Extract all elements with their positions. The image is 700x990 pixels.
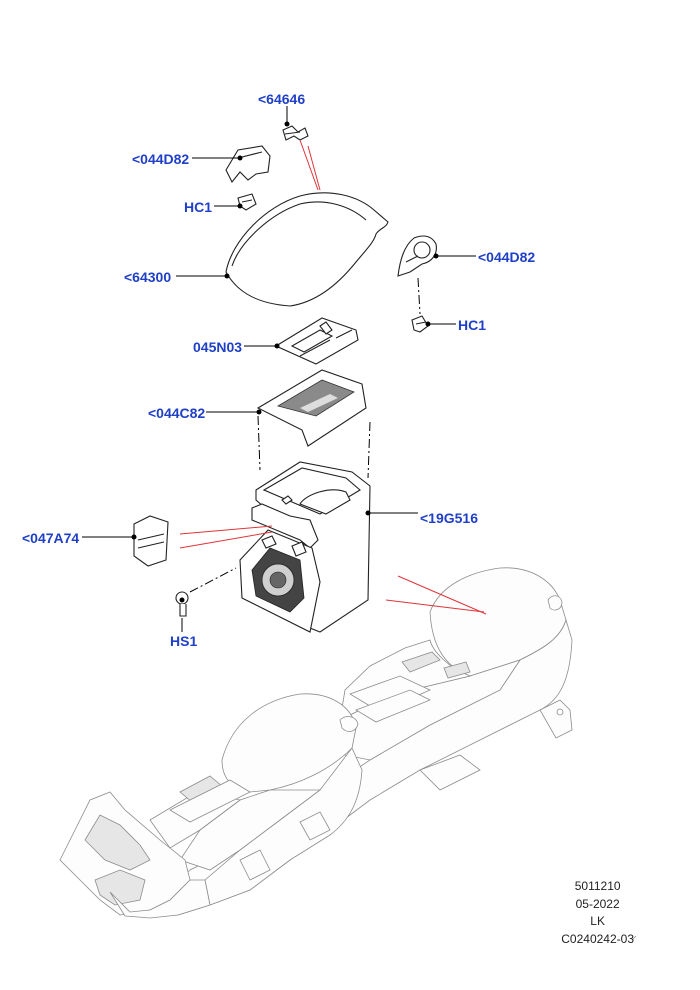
guide-line-left <box>257 415 261 471</box>
callout-044D82-left[interactable]: <044D82 <box>132 151 189 167</box>
callout-hc1-left[interactable]: HC1 <box>184 199 212 215</box>
diagram-reference: C0240242-03 <box>561 931 634 946</box>
diagram-date: 05-2022 <box>575 896 620 911</box>
highlight-line-console-b <box>385 599 485 613</box>
screw-guide-line <box>189 567 237 593</box>
guide-line-right <box>367 421 371 479</box>
armrest-pad-044C82[interactable] <box>256 369 367 447</box>
diagram-info-block: 5011210 05-2022 LK C0240242-03 <box>561 878 634 948</box>
hinge-guide-line <box>417 277 421 315</box>
center-console-assembly <box>59 567 573 919</box>
highlight-line-console-a <box>397 575 487 615</box>
corner-mark <box>631 935 637 941</box>
highlight-line-047A74-b <box>179 531 273 549</box>
callout-044C82[interactable]: <044C82 <box>148 405 205 421</box>
highlight-line-047A74-a <box>179 525 273 535</box>
spring-clip-64646[interactable] <box>282 125 309 141</box>
hinge-044D82-left[interactable] <box>225 145 271 184</box>
hinge-044D82-right[interactable] <box>397 235 437 277</box>
armrest-lid-64300[interactable] <box>225 192 389 307</box>
highlight-line-64646-a <box>299 139 319 191</box>
storage-bin-19G516[interactable] <box>239 461 371 633</box>
trim-cover-047A74[interactable] <box>133 515 169 567</box>
callout-045N03[interactable]: 045N03 <box>193 339 242 355</box>
diagram-code: 5011210 <box>574 879 621 893</box>
screw-hs1[interactable] <box>175 591 189 617</box>
highlight-line-64646-b <box>307 145 321 191</box>
callout-19G516[interactable]: <19G516 <box>420 510 478 526</box>
clip-hc1-right[interactable] <box>411 315 429 333</box>
callout-64300[interactable]: <64300 <box>124 269 171 285</box>
latch-plate-045N03[interactable] <box>274 317 359 365</box>
callout-64646[interactable]: <64646 <box>258 91 305 107</box>
callout-hc1-right[interactable]: HC1 <box>458 317 486 333</box>
callout-044D82-right[interactable]: <044D82 <box>478 249 535 265</box>
callout-hs1[interactable]: HS1 <box>170 633 197 649</box>
callout-047A74[interactable]: <047A74 <box>22 530 79 546</box>
diagram-initials: LK <box>590 914 605 928</box>
